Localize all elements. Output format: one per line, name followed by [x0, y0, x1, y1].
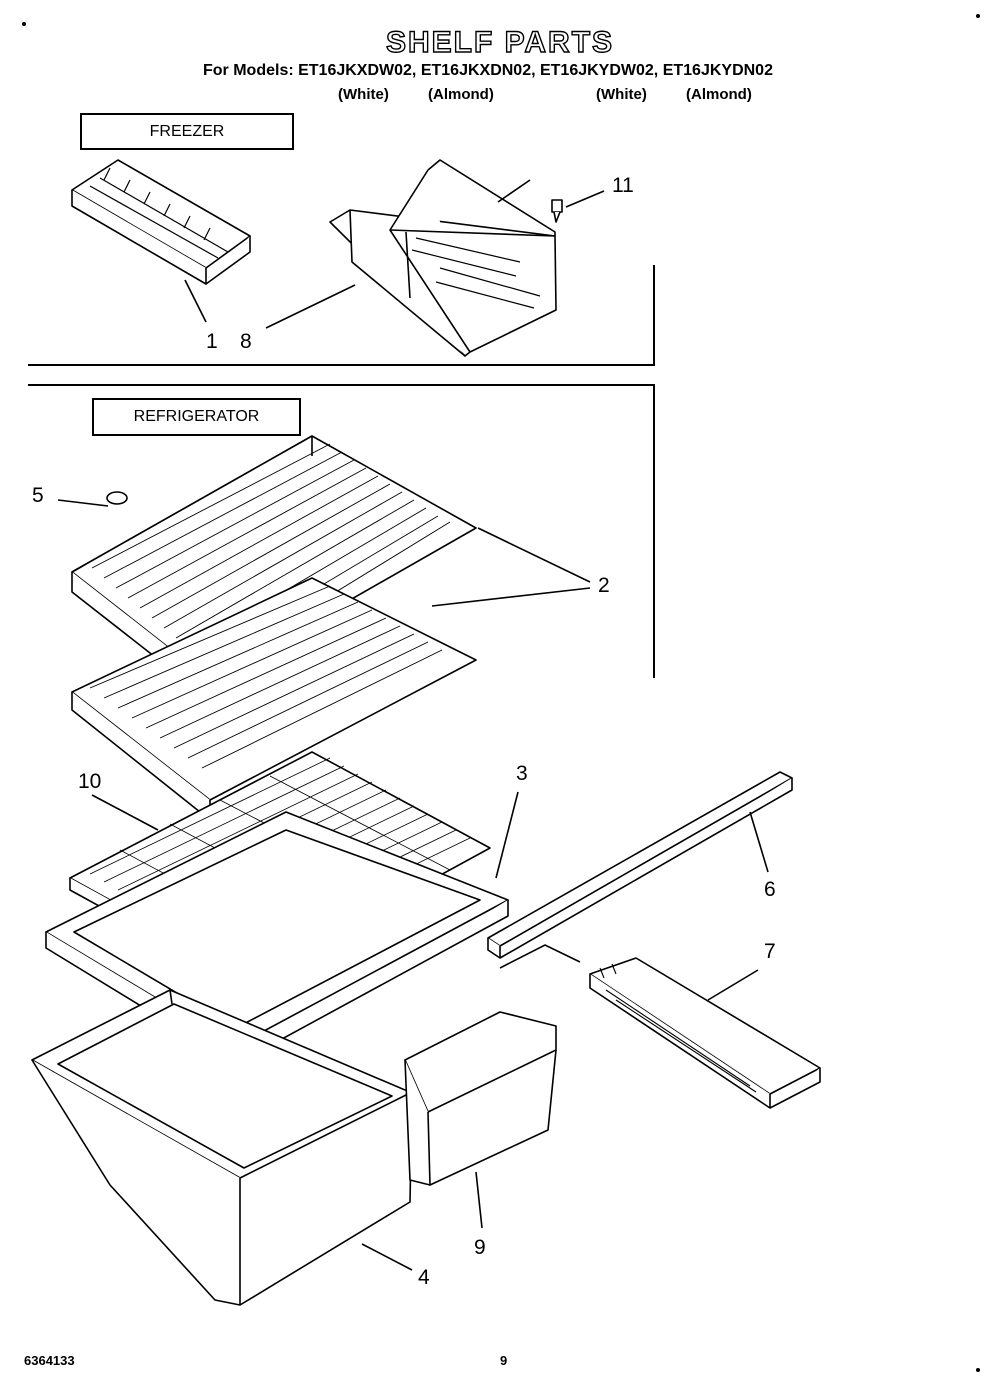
refrigerator-section-label: REFRIGERATOR [92, 398, 301, 436]
finish-label: (Almond) [428, 86, 494, 103]
leader-line-4 [361, 1243, 413, 1271]
leader-line-latch [499, 944, 581, 969]
crisper-drawer-large [31, 989, 413, 1306]
crisper-drawer-small [404, 1011, 557, 1186]
page-number: 9 [500, 1353, 508, 1368]
callout-5: 5 [32, 484, 44, 507]
shelf-clip [106, 491, 128, 505]
leader-line-11b [497, 179, 531, 203]
callout-6: 6 [764, 878, 776, 901]
shelf-screw [551, 199, 563, 223]
refrigerator-frame [28, 384, 655, 678]
finish-label: (Almond) [686, 86, 752, 103]
leader-line-9 [475, 1171, 483, 1229]
leader-line-7 [707, 969, 759, 1001]
leader-line-6 [749, 811, 769, 873]
leader-line-1 [184, 279, 207, 323]
finish-label: (White) [596, 86, 647, 103]
model-numbers: For Models: ET16JKXDW02, ET16JKXDN02, ET… [203, 62, 773, 79]
callout-8: 8 [240, 330, 252, 353]
leader-line-8 [265, 284, 356, 329]
callout-2: 2 [598, 574, 610, 597]
freezer-frame [28, 265, 655, 366]
callout-10: 10 [78, 770, 102, 793]
callout-4: 4 [418, 1266, 430, 1289]
leader-line-10 [91, 794, 159, 831]
document-number: 6364133 [24, 1353, 75, 1368]
callout-9: 9 [474, 1236, 486, 1259]
corner-mark [22, 22, 26, 26]
leader-line-2b [431, 587, 591, 607]
freezer-shelf [329, 159, 557, 357]
leader-line-2a [477, 527, 591, 583]
leader-line-3 [495, 791, 519, 879]
callout-1: 1 [206, 330, 218, 353]
crisper-slide-rail [589, 957, 821, 1109]
callout-7: 7 [764, 940, 776, 963]
wire-shelf-lower [71, 577, 477, 821]
leader-line-11 [565, 190, 605, 208]
callout-3: 3 [516, 762, 528, 785]
freezer-section-label: FREEZER [80, 113, 294, 150]
leader-line-5 [57, 499, 109, 507]
page-title: SHELF PARTS [385, 25, 615, 59]
corner-mark [976, 1368, 980, 1372]
ice-cube-tray [71, 159, 251, 285]
finish-label: (White) [338, 86, 389, 103]
corner-mark [976, 14, 980, 18]
callout-11: 11 [612, 174, 634, 197]
shelf-trim-strip [487, 771, 793, 959]
